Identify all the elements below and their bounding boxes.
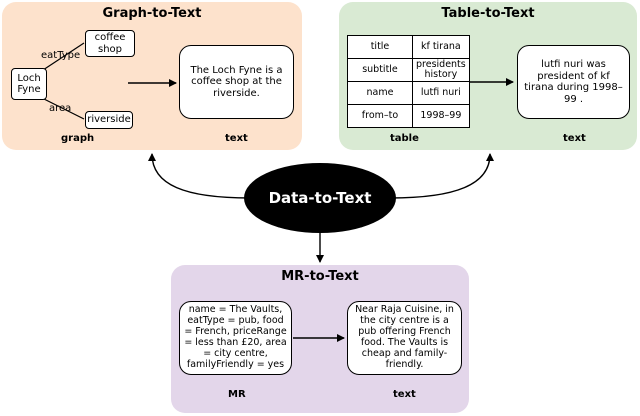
mr-output-text-box: Near Raja Cuisine, in the city centre is… — [347, 301, 462, 375]
mr-to-text-title: MR-to-Text — [281, 269, 359, 284]
table-to-text-title: Table-to-Text — [441, 6, 535, 21]
table-cell-value: lutfi nuri — [412, 81, 470, 105]
edge-label-area: area — [49, 103, 72, 114]
graph-output-caption: text — [225, 133, 248, 144]
table-output-text-box: lutfi nuri was president of kf tirana du… — [517, 45, 630, 119]
graph-to-text-title: Graph-to-Text — [102, 6, 202, 21]
graph-node-riverside: riverside — [85, 111, 133, 129]
table-output-caption: text — [563, 133, 586, 144]
table-row: from–to 1998–99 — [347, 104, 470, 128]
mr-input-box: name = The Vaults, eatType = pub, food =… — [179, 301, 292, 375]
input-data-table: title kf tirana subtitle presidents hist… — [347, 35, 470, 128]
mr-input-caption: MR — [228, 389, 246, 400]
edge-line-eattype — [39, 42, 85, 73]
table-row: title kf tirana — [347, 35, 470, 59]
table-row: subtitle presidents history — [347, 58, 470, 82]
data-to-text-ellipse: Data-to-Text — [244, 163, 396, 233]
center-to-table-arrow — [389, 153, 494, 199]
table-cell-key: from–to — [347, 104, 413, 128]
graph-output-text-box: The Loch Fyne is a coffee shop at the ri… — [179, 45, 294, 119]
graph-node-loch-fyne: Loch Fyne — [11, 68, 47, 100]
edge-label-eattype: eatType — [41, 50, 81, 61]
graph-node-coffee-shop: coffee shop — [85, 30, 135, 57]
table-input-caption: table — [390, 133, 419, 144]
table-cell-value: presidents history — [412, 58, 470, 82]
table-cell-key: name — [347, 81, 413, 105]
table-row: name lutfi nuri — [347, 81, 470, 105]
table-cell-key: subtitle — [347, 58, 413, 82]
table-cell-value: kf tirana — [412, 35, 470, 59]
center-to-graph-arrow — [148, 153, 251, 199]
table-cell-value: 1998–99 — [412, 104, 470, 128]
mr-output-caption: text — [393, 389, 416, 400]
graph-input-caption: graph — [61, 133, 95, 144]
table-cell-key: title — [347, 35, 413, 59]
edge-line-area — [39, 96, 85, 120]
